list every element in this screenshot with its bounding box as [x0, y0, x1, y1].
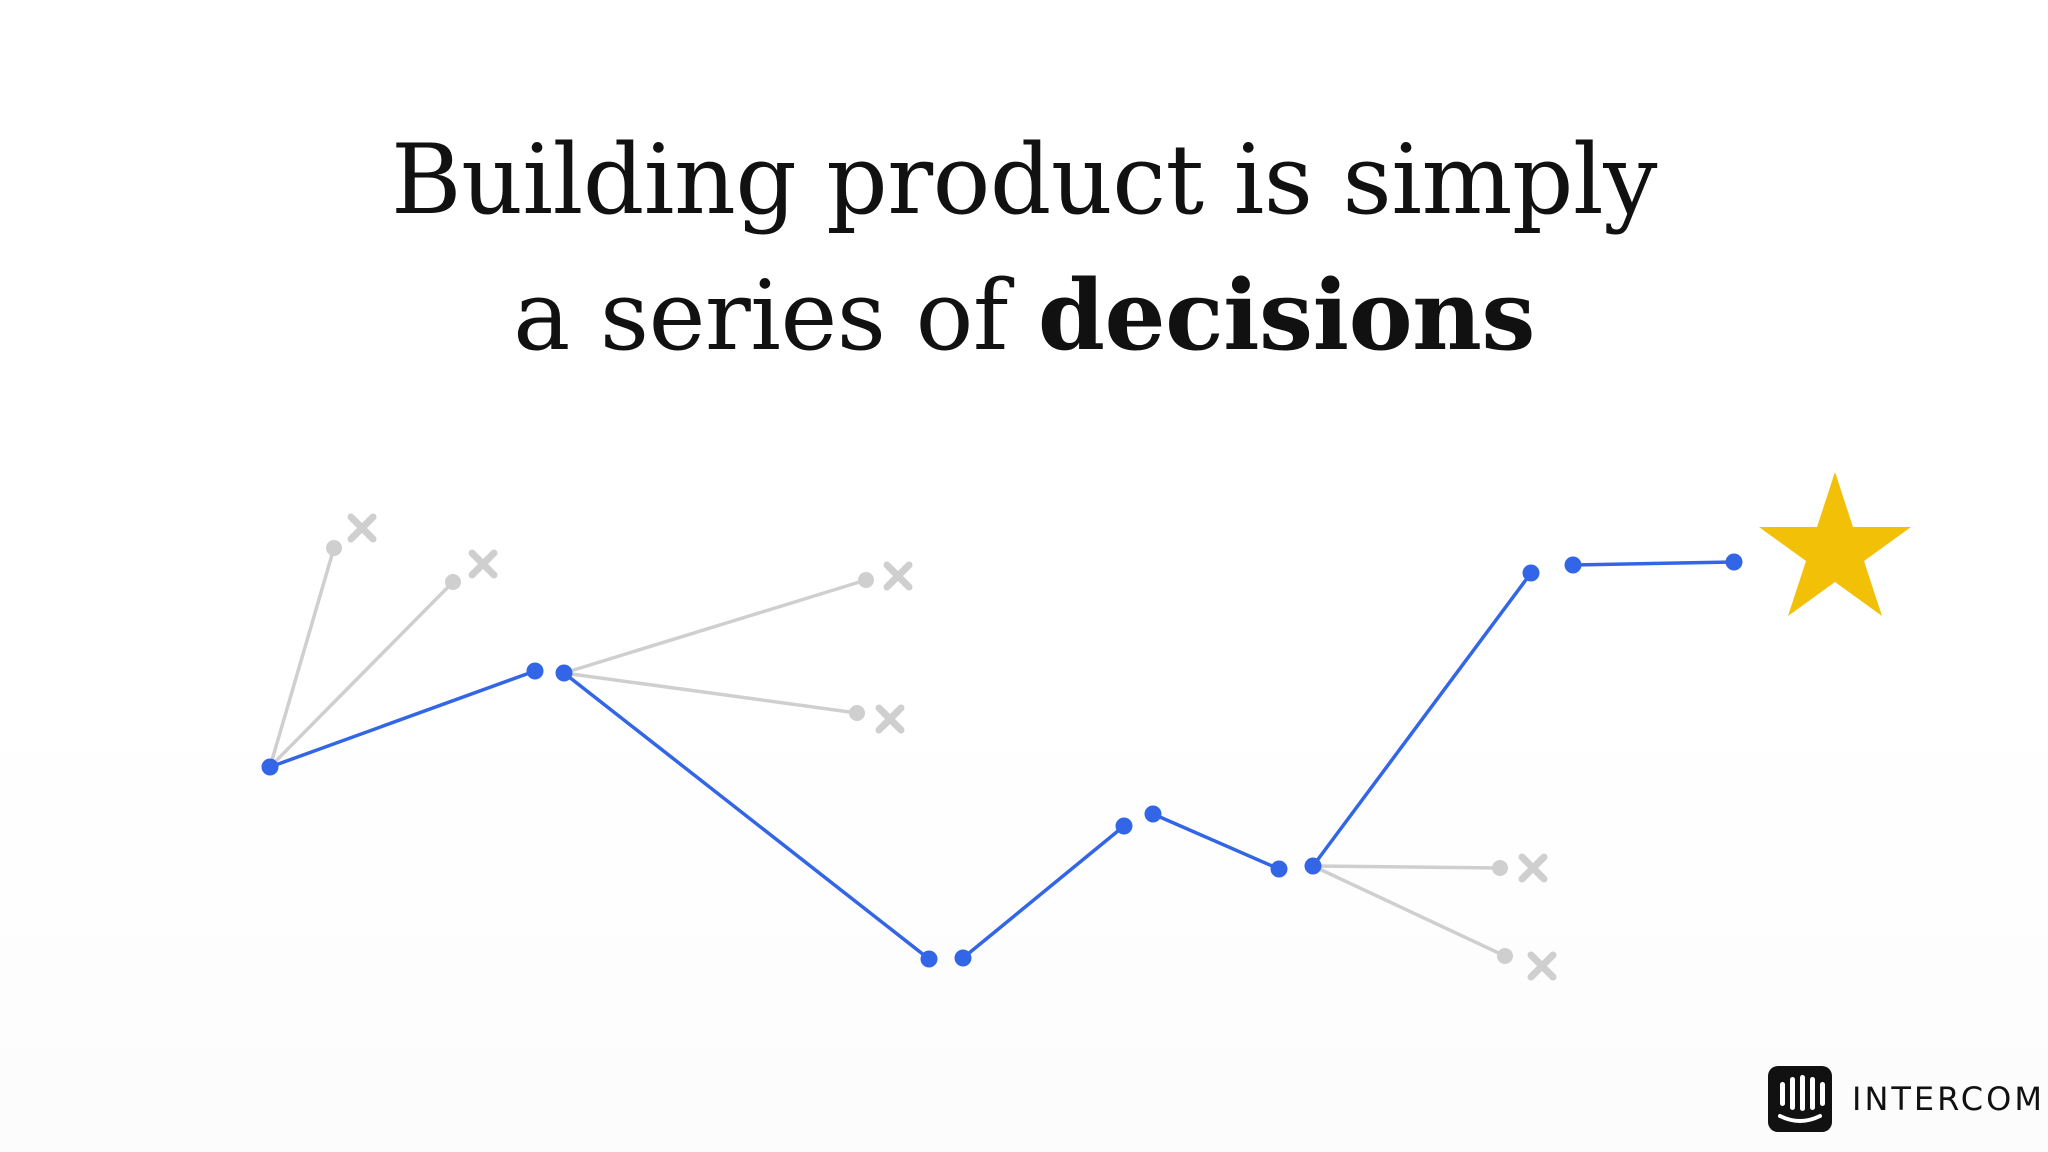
brand-wordmark: INTERCOM: [1852, 1080, 2045, 1118]
decision-node: [954, 949, 972, 967]
decision-node: [1270, 860, 1288, 878]
decision-node: [1725, 553, 1743, 571]
chosen-path: [268, 560, 1736, 961]
path-edge: [1151, 812, 1281, 871]
star-icon: [1759, 472, 1911, 616]
branch-edge: [268, 546, 336, 769]
x-mark-icon: [347, 513, 377, 543]
x-mark-stroke: [883, 561, 913, 591]
decision-node: [1144, 805, 1162, 823]
decision-node: [920, 950, 938, 968]
rejected-node: [445, 574, 461, 590]
rejected-markers: [347, 513, 1557, 981]
x-mark-stroke: [875, 704, 905, 734]
decision-node: [1522, 564, 1540, 582]
branch-edge: [562, 578, 868, 675]
x-mark-stroke: [347, 513, 377, 543]
intercom-logo-icon: [1768, 1066, 1832, 1132]
x-mark-stroke: [1527, 951, 1557, 981]
rejected-node: [1492, 860, 1508, 876]
x-mark-icon: [875, 704, 905, 734]
path-edge: [562, 671, 931, 961]
rejected-node: [326, 540, 342, 556]
x-mark-icon: [883, 561, 913, 591]
path-edge: [961, 824, 1126, 960]
title-line-2-prefix: a series of: [513, 260, 1038, 372]
x-mark-stroke: [468, 549, 498, 579]
branch-edge: [1311, 864, 1502, 870]
branch-edge: [562, 671, 859, 715]
decision-node: [526, 662, 544, 680]
title-line-1: Building product is simply: [391, 124, 1657, 236]
title-emphasis: decisions: [1037, 259, 1536, 372]
decision-nodes: [261, 540, 1743, 968]
x-mark-icon: [468, 549, 498, 579]
x-mark-icon: [1518, 853, 1548, 883]
title-line-2: a series of decisions: [0, 248, 2048, 384]
decision-node: [1304, 857, 1322, 875]
path-edge: [1571, 560, 1736, 567]
path-edge: [1311, 571, 1533, 868]
branch-edge: [268, 580, 455, 769]
decision-node: [555, 664, 573, 682]
x-mark-stroke: [1518, 853, 1548, 883]
branch-edge: [1311, 864, 1507, 958]
brand: INTERCOM: [1768, 1066, 2045, 1132]
rejected-branches: [268, 546, 1507, 958]
x-mark-icon: [1527, 951, 1557, 981]
rejected-node: [849, 705, 865, 721]
rejected-node: [858, 572, 874, 588]
slide-title: Building product is simply a series of d…: [0, 112, 2048, 384]
decision-node: [1115, 817, 1133, 835]
path-edge: [268, 669, 537, 769]
decision-node: [261, 758, 279, 776]
rejected-node: [1497, 948, 1513, 964]
decision-node: [1564, 556, 1582, 574]
